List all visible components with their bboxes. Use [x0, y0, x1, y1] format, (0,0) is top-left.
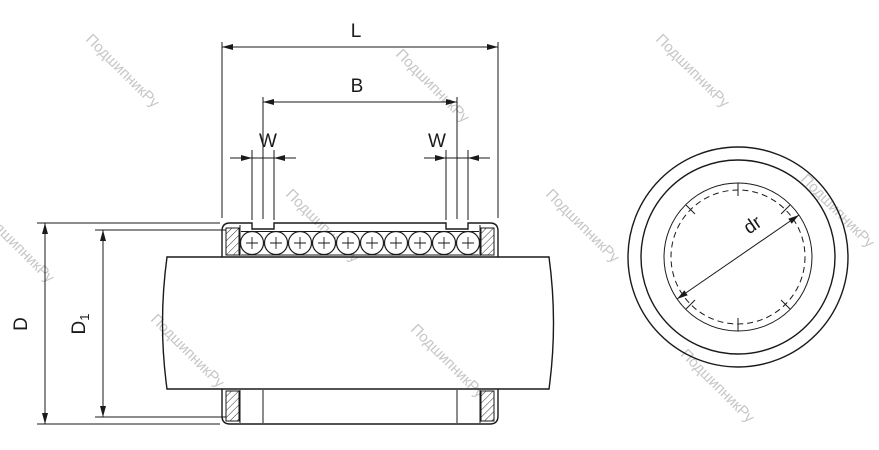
ball-center-crosses	[246, 237, 474, 249]
dimension-W-right: W	[424, 131, 490, 220]
watermark-text: ПодшипникРу	[677, 346, 758, 427]
ball-row	[239, 230, 481, 256]
label-D1-base: D	[69, 321, 90, 335]
watermark-text: ПодшипникРу	[542, 186, 623, 267]
label-dr: dr	[740, 212, 766, 239]
seal-right-bottom	[480, 390, 495, 422]
ball-track-ticks	[685, 183, 791, 331]
seal-left-bottom	[225, 390, 240, 422]
label-L: L	[351, 21, 362, 42]
label-D1-subscript: 1	[77, 314, 92, 321]
seal-right-top	[480, 227, 495, 256]
watermark-text: ПодшипникРу	[652, 31, 733, 112]
shell-inner-circle	[640, 159, 836, 355]
dimension-L: L	[221, 21, 499, 218]
outer-circle	[627, 146, 849, 368]
dimension-D: D	[11, 222, 220, 425]
bearing-shell	[221, 222, 499, 425]
watermark-text: ПодшипникРу	[392, 46, 473, 127]
label-B: B	[351, 76, 364, 97]
dimension-dr: dr	[676, 212, 800, 300]
dimension-W-left: W	[230, 131, 296, 220]
seals	[225, 227, 495, 422]
front-view	[627, 146, 849, 368]
shaft	[161, 256, 555, 390]
bearing-internal-lines	[239, 225, 481, 423]
label-D: D	[11, 317, 32, 331]
watermark-text: ПодшипникРу	[147, 311, 228, 392]
dimension-D1: D1	[69, 229, 226, 418]
label-W-right: W	[428, 131, 446, 152]
watermark-text: ПодшипникРу	[0, 206, 58, 287]
label-W-left: W	[259, 131, 277, 152]
label-D1: D1	[69, 314, 92, 335]
seal-left-top	[225, 227, 240, 256]
watermark-text: ПодшипникРу	[82, 31, 163, 112]
